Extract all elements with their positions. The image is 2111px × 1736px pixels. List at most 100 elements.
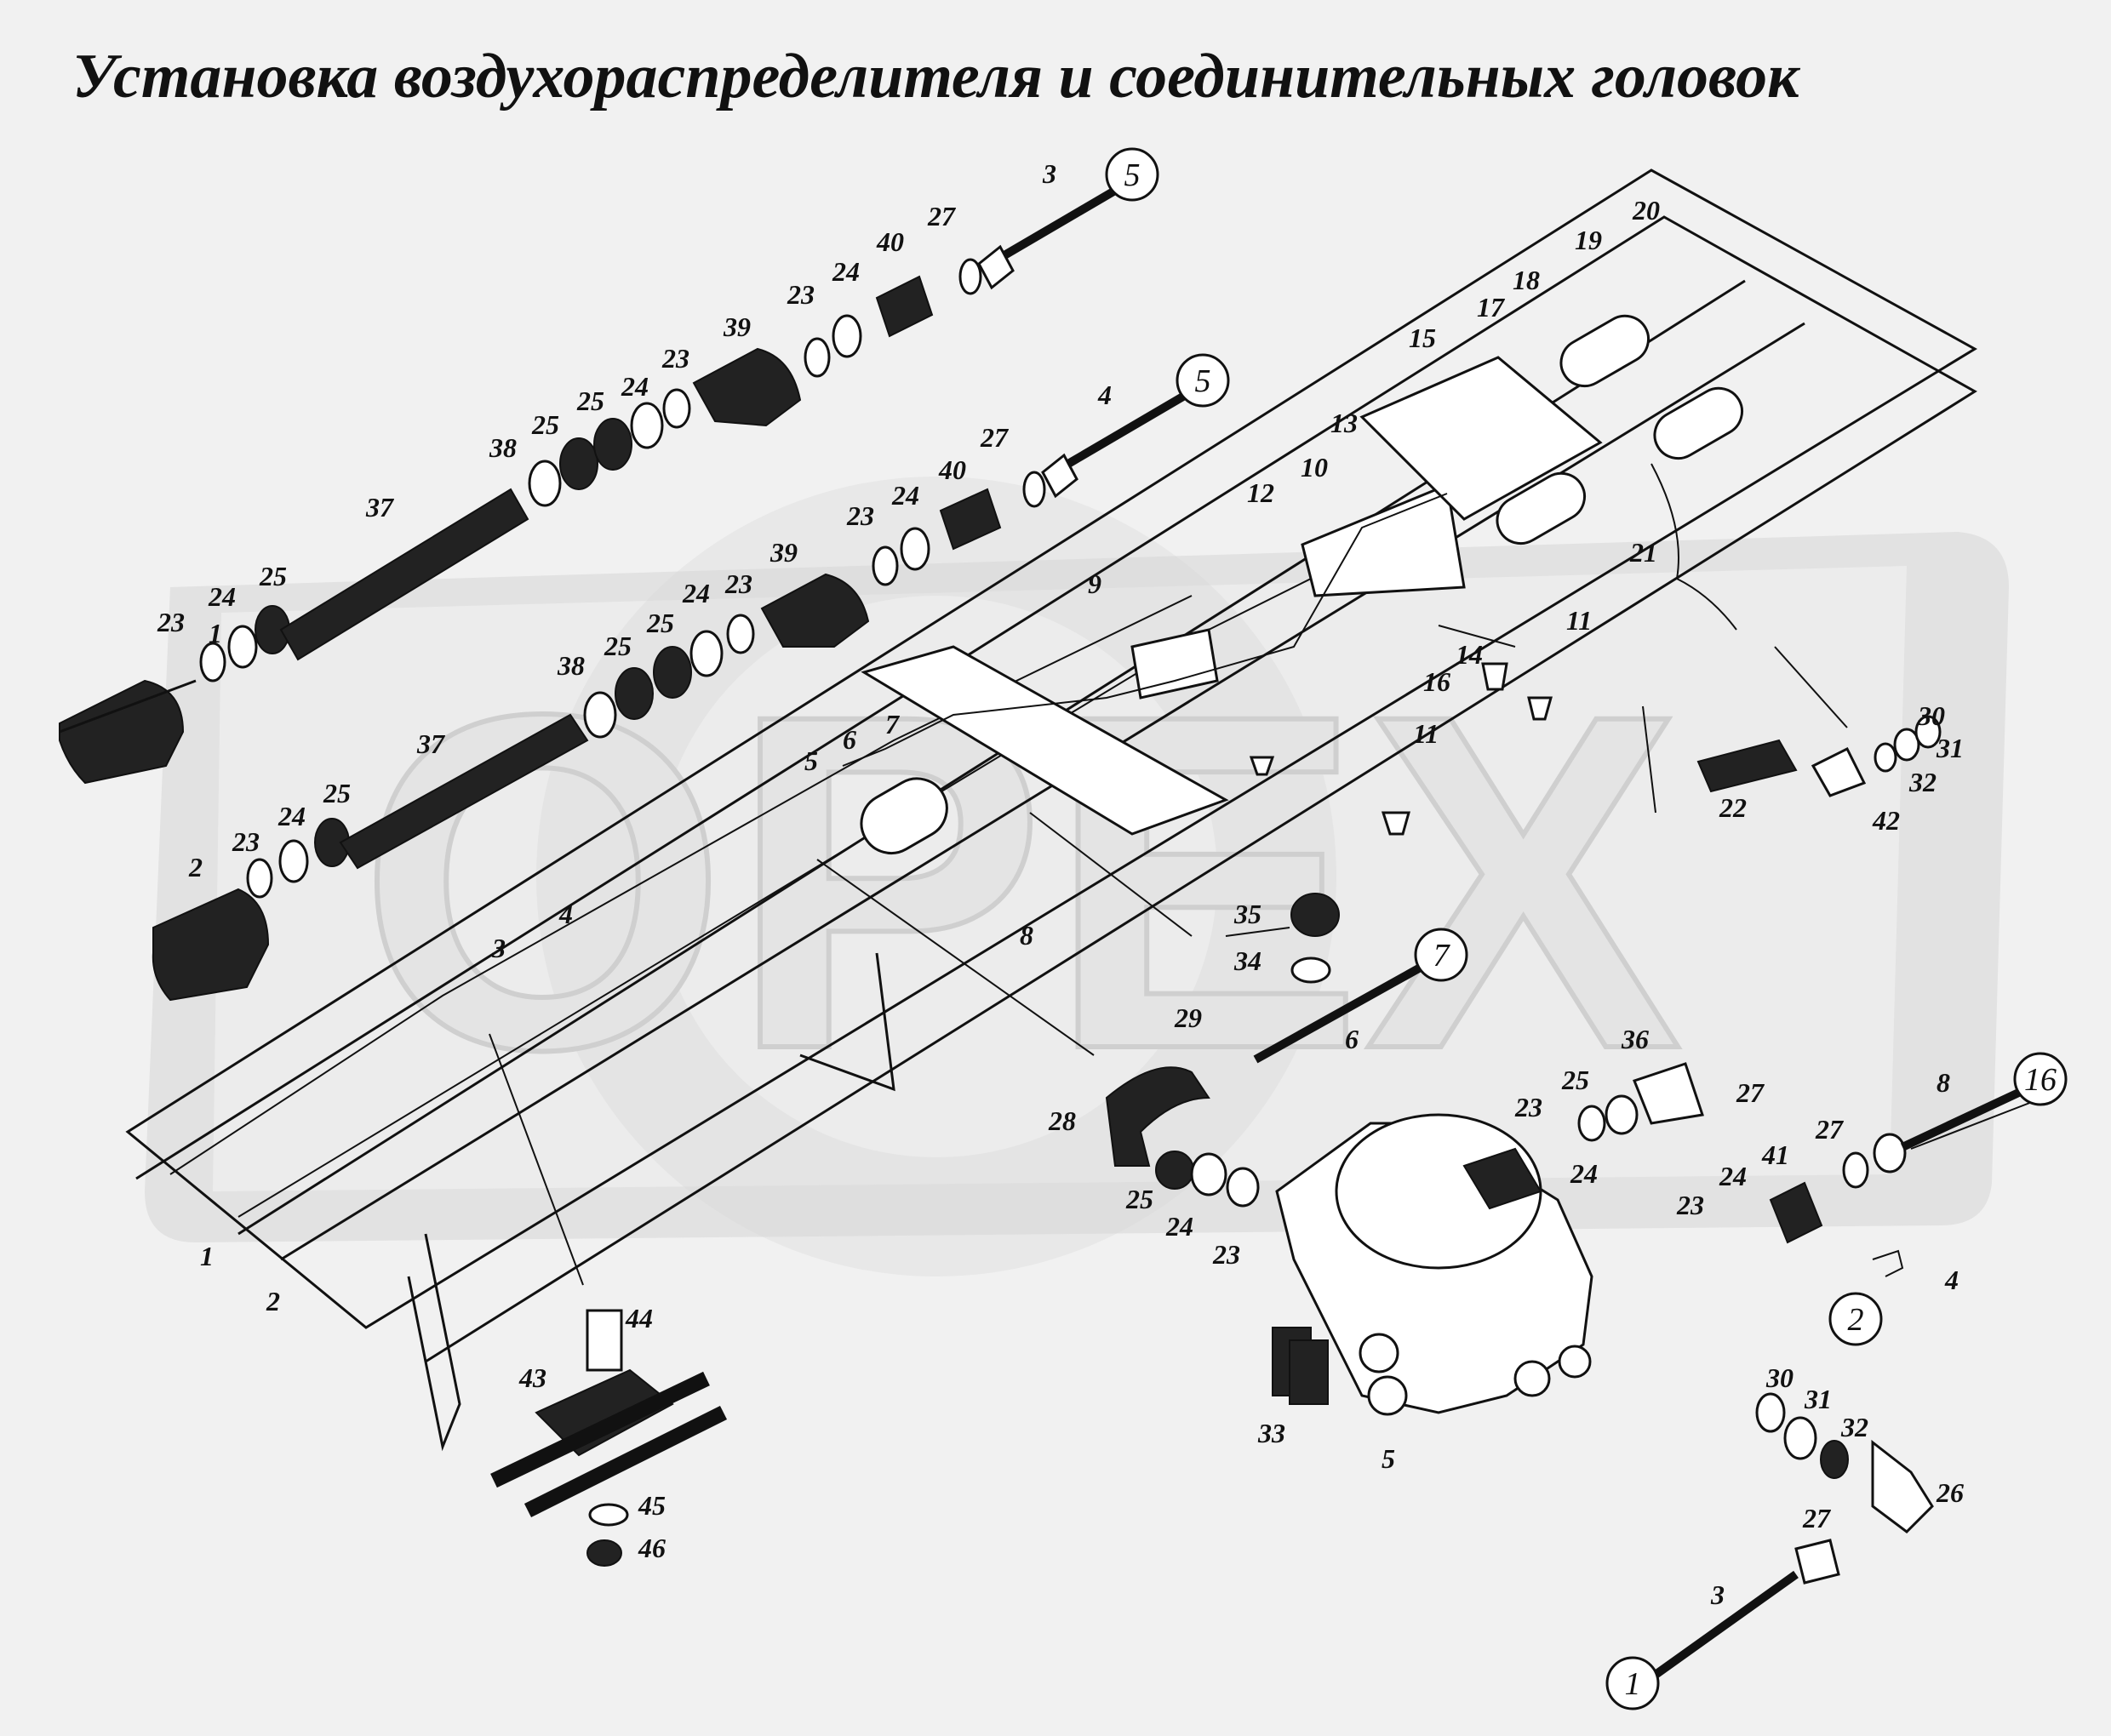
part-callout: 36 [1621,1024,1649,1054]
part-callout: 25 [1125,1184,1153,1214]
part-callout: 27 [1815,1114,1845,1145]
part-callout: 21 [1629,537,1657,568]
part-callout: 9 [1088,568,1101,599]
part-callout: 40 [938,454,966,485]
part-callout: 24 [277,801,306,831]
part-callout: 32 [1840,1412,1868,1442]
part-callout: 42 [1872,805,1900,836]
part-callout: 12 [1247,477,1274,508]
part-callout: 1 [209,618,222,648]
clamp-and-bolts [490,893,1441,1567]
part-callout: 25 [323,778,351,808]
part-callout: 24 [1719,1161,1747,1191]
circle-marker-label: 7 [1433,938,1451,974]
part-callout: 2 [188,852,203,882]
part-callout: 24 [891,480,919,511]
chassis-frame [125,168,1977,1452]
part-callout: 8 [1937,1067,1950,1098]
part-callout: 6 [1345,1024,1359,1054]
part-callout: 23 [232,826,260,857]
circle-marker-ring [1414,928,1468,982]
diagram-title: Установка воздухораспределителя и соедин… [72,42,1799,111]
part-callout: 37 [365,492,395,523]
circle-marker-label: 5 [1195,363,1211,399]
part-callout: 4 [558,899,573,929]
part-callout: 33 [1257,1418,1285,1448]
part-callout: 26 [1936,1477,1964,1508]
part-callout: 13 [1330,408,1358,438]
part-callout: 34 [1233,945,1261,976]
circle-marker: 1 [1605,1656,1660,1710]
elbow-fittings [1105,715,2028,1685]
air-cylinders [860,314,1744,854]
part-callout: 35 [1233,899,1261,929]
part-callout: 23 [1212,1239,1240,1270]
part-callout: 38 [557,650,585,681]
part-callout: 11 [1566,605,1592,636]
part-callout: 24 [682,578,710,608]
part-callout: 3 [1710,1579,1725,1610]
part-callout: 2 [266,1286,280,1316]
part-callout: 16 [1423,666,1450,697]
watermark: OPEX [145,477,2009,1276]
circle-marker-label: 16 [2024,1062,2057,1098]
circle-marker-ring [1105,147,1159,202]
part-callout: 3 [491,933,506,963]
part-callout: 25 [259,561,287,591]
part-callout: 1 [200,1241,214,1271]
watermark-text: OPEX [358,615,1685,1148]
circle-marker: 2 [1828,1292,1883,1346]
part-callout: 22 [1719,792,1747,823]
part-callout: 14 [1456,639,1483,670]
part-callout: 43 [518,1362,546,1393]
part-callout: 28 [1048,1105,1076,1136]
part-callout: 24 [1165,1211,1193,1242]
part-callout: 39 [723,311,751,342]
part-callout: 5 [1382,1443,1395,1474]
coupling-head-2-assembly [152,387,1194,1002]
part-callout: 31 [1804,1384,1832,1414]
part-callout: 39 [769,537,798,568]
part-callout: 44 [625,1303,653,1333]
part-callout: 15 [1409,323,1436,353]
part-callout: 23 [1514,1092,1542,1122]
part-callout: 40 [876,226,904,257]
part-callout: 4 [1097,380,1112,410]
part-callout: 23 [157,607,185,637]
connector-wire [1650,463,1737,631]
part-callout: 23 [661,343,689,374]
circle-marker: 5 [1176,353,1230,408]
circle-marker-label: 1 [1625,1666,1641,1702]
air-pipe [842,493,1448,767]
part-callout: 27 [980,422,1010,453]
part-callout: 23 [787,279,815,310]
part-callout: 3 [1042,158,1056,189]
part-callout: 11 [1413,718,1439,749]
part-callout: 37 [416,728,446,759]
part-callout: 30 [1765,1362,1793,1393]
circle-marker-label: 5 [1124,157,1141,193]
part-callout: 25 [604,631,632,661]
circle-marker: 16 [2013,1052,2068,1106]
circle-marker-label: 2 [1848,1302,1864,1338]
part-callout: 45 [638,1490,666,1521]
part-callout: 18 [1513,265,1540,295]
part-callout: 17 [1477,292,1506,323]
circle-marker-ring [1176,353,1230,408]
part-callout: 32 [1908,767,1937,797]
part-callout: 27 [1736,1077,1765,1108]
air-distributor-valve [1272,1113,1593,1416]
part-callout: 25 [576,385,604,416]
part-callout: 20 [1632,195,1660,226]
part-callout: 27 [927,201,957,231]
part-callout: 30 [1917,700,1945,731]
part-callout: 24 [208,581,236,612]
circle-marker: 7 [1414,928,1468,982]
part-callout: 10 [1301,452,1328,483]
part-callout: 19 [1575,225,1602,255]
part-callout: 29 [1174,1002,1202,1033]
part-callout: 23 [846,500,874,531]
